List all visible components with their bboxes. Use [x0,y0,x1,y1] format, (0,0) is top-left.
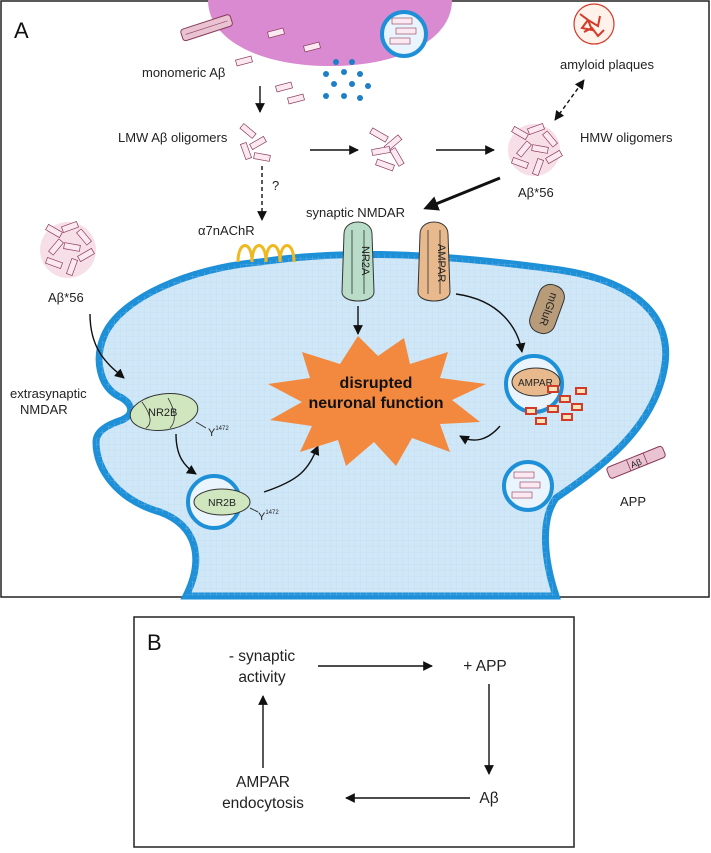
presynaptic-vesicle [380,10,428,58]
ampar-label: AMPAR [435,244,447,282]
label-monomeric-abeta: monomeric Aβ [142,65,225,80]
label-extrasynaptic-nmdar: NMDAR [20,402,68,417]
node-abeta: Aβ [479,790,498,807]
vesicle-abeta-stack [389,17,417,45]
panel-a-letter: A [14,18,29,43]
arrow-vesicle-to-burst [459,425,501,445]
amyloid-plaque-vesicle [525,385,587,425]
node-synaptic-activity-line1: - synaptic [229,648,296,665]
alpha7nachr-receptor [236,244,296,263]
arrow-abeta56-to-nr2b [89,313,125,379]
app-abeta-tag: Aβ [629,457,643,470]
y1472-label-vesicle: Y1472 [258,510,279,523]
mglur-receptor: mGluR [529,283,565,335]
app-label: APP [620,494,646,509]
arrow-hmw-to-nmdar [423,176,501,211]
nr2b-label-membrane: NR2B [148,407,177,419]
ampar-label-vesicle: AMPAR [518,378,553,389]
abeta56-cluster-left [40,220,96,278]
node-synaptic-activity-line2: activity [238,669,286,686]
label-hmw-oligomers: HMW oligomers [580,130,673,145]
app-protein: Aβ APP [606,445,666,509]
node-ampar-endocytosis-line2: endocytosis [222,795,304,812]
abeta-monomers [235,27,321,105]
amyloid-plaque-top [573,3,615,45]
ampar-receptor: AMPAR [417,221,451,302]
label-alpha7nachr: α7nAChR [198,223,255,238]
nr2b-label-vesicle: NR2B [208,497,236,509]
burst-text-line1: disrupted [340,375,413,392]
abeta-tube-top [180,14,233,42]
arrow-nr2b-down [175,433,197,475]
arrow-hmw-plaques [554,79,585,121]
nr2b-vesicle: NR2B Y1472 [186,474,279,530]
label-abeta56-top: Aβ*56 [518,185,554,200]
disrupted-function-burst [268,336,486,466]
oligomer-cluster-middle [369,127,405,172]
burst-text-line2: neuronal function [308,395,443,412]
node-ampar-endocytosis-line1: AMPAR [236,774,290,791]
lmw-oligomer-cluster [239,123,271,162]
nr2b-receptor-membrane: NR2B Y1472 [129,393,229,439]
y1472-label-membrane: Y1472 [208,426,229,439]
arrow-ampar-to-vesicle [455,293,526,353]
neurotransmitter-dots [323,59,371,101]
node-plus-app: + APP [463,658,507,675]
panel-b-frame [133,616,575,848]
ampar-vesicle: AMPAR [504,354,587,425]
hmw-oligomer-cluster [508,122,563,176]
label-lmw-oligomers: LMW Aβ oligomers [118,130,228,145]
label-question: ? [272,178,279,193]
panel-b-letter: B [147,630,162,655]
arrow-nr2b-vesicle-to-burst [263,445,320,493]
label-extrasynaptic: extrasynaptic [10,386,87,401]
label-abeta56-left: Aβ*56 [48,290,84,305]
abeta-vesicle-lower [502,460,554,512]
nr2a-receptor: NR2A [341,221,375,302]
nr2a-label: NR2A [359,246,371,276]
label-amyloid-plaques: amyloid plaques [560,57,654,72]
label-synaptic-nmdar: synaptic NMDAR [306,205,405,220]
